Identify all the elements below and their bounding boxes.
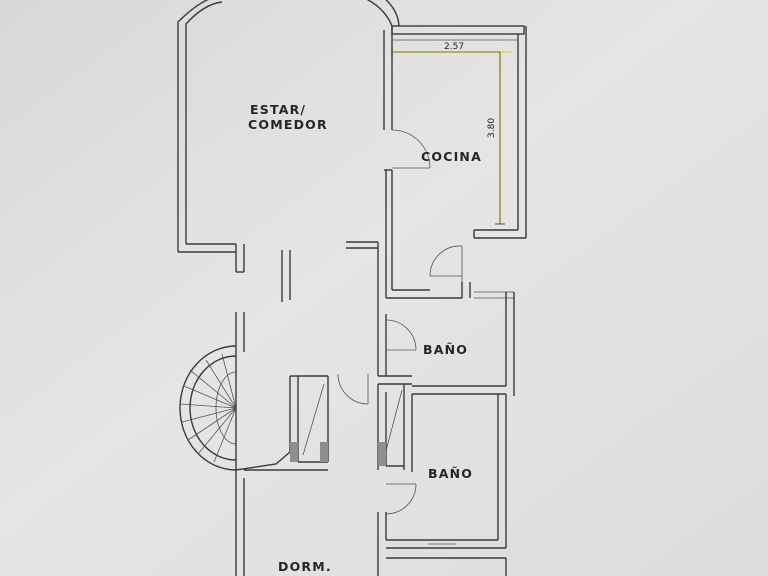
bano-upper-walls [377, 292, 515, 396]
hall-walls [235, 373, 369, 576]
dimension-width: 2.57 [444, 42, 464, 52]
corridor-walls [235, 170, 387, 352]
label-bano-lower: BAÑO [428, 466, 473, 481]
cocina-walls [384, 25, 527, 299]
spiral-staircase [179, 345, 237, 471]
label-cocina: COCINA [421, 149, 482, 164]
label-comedor: COMEDOR [248, 117, 328, 132]
dimension-height: 3.80 [487, 118, 497, 138]
label-bano-upper: BAÑO [423, 342, 468, 357]
wall-markers [290, 442, 386, 466]
label-estar: ESTAR/ [250, 102, 306, 117]
label-dorm: DORM. [278, 559, 332, 574]
dimension-lines [391, 47, 512, 225]
